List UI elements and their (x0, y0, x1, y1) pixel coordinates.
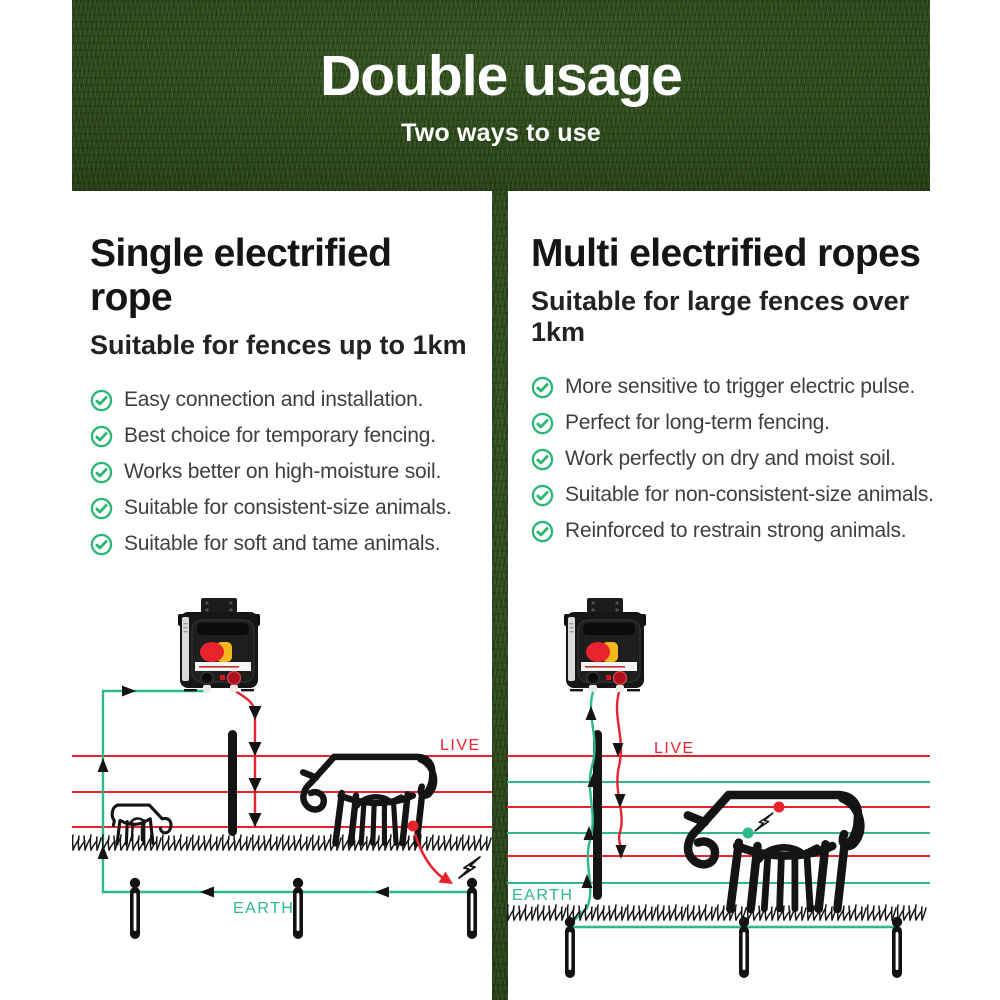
live-wire (615, 691, 623, 857)
earth-flow-arrows (581, 706, 599, 888)
list-item: Best choice for temporary fencing. (90, 424, 475, 448)
list-item-label: More sensitive to trigger electric pulse… (565, 375, 916, 398)
multi-fence-lines (507, 755, 930, 884)
page-subtitle: Two ways to use (401, 119, 601, 147)
check-circle-icon (531, 412, 554, 435)
check-circle-icon (90, 533, 113, 556)
section-single-rope: Single electrified rope Suitable for fen… (90, 232, 475, 568)
list-item-label: Works better on high-moisture soil. (124, 460, 442, 483)
section-subtitle-single: Suitable for fences up to 1km (90, 330, 467, 360)
earth-wire-label: EARTH (233, 900, 294, 917)
list-item-label: Perfect for long-term fencing. (565, 411, 830, 434)
page-title: Double usage (320, 44, 683, 108)
check-circle-icon (531, 484, 554, 507)
earth-wire-label: EARTH (512, 887, 573, 904)
fence-post (593, 730, 602, 900)
earth-flow-arrows (97, 685, 389, 898)
check-circle-icon (531, 520, 554, 543)
shock-arrowhead (438, 871, 453, 884)
list-item: Perfect for long-term fencing. (531, 411, 936, 435)
check-circle-icon (90, 425, 113, 448)
live-flow-arrows (248, 706, 262, 827)
list-item-label: Suitable for soft and tame animals. (124, 532, 441, 555)
list-item: Suitable for consistent-size animals. (90, 496, 475, 520)
list-item: Works better on high-moisture soil. (90, 460, 475, 484)
list-item: Reinforced to restrain strong animals. (531, 519, 936, 543)
list-item: Easy connection and installation. (90, 388, 475, 412)
lightning-icon (754, 812, 774, 832)
shock-path-arrow (413, 833, 444, 880)
diagram-single-rope: LIVE EARTH (72, 597, 492, 939)
list-item-label: Work perfectly on dry and moist soil. (565, 447, 896, 470)
list-item: More sensitive to trigger electric pulse… (531, 375, 936, 399)
live-wire-label: LIVE (440, 737, 481, 754)
feature-list-single: Easy connection and installation. Best c… (90, 388, 475, 556)
fence-post (228, 730, 237, 836)
cow-and-calf-figure (688, 795, 861, 909)
check-circle-icon (531, 448, 554, 471)
section-subtitle-multi: Suitable for large fences over 1km (531, 286, 910, 347)
check-circle-icon (90, 497, 113, 520)
list-item-label: Easy connection and installation. (124, 388, 424, 411)
section-title-multi: Multi electrified ropes (531, 232, 921, 275)
earth-wire (101, 689, 472, 894)
live-contact-dot (773, 801, 785, 813)
list-item-label: Reinforced to restrain strong animals. (565, 519, 907, 542)
section-title-single: Single electrified rope (90, 232, 392, 319)
list-item: Suitable for non-consistent-size animals… (531, 483, 936, 507)
list-item-label: Suitable for non-consistent-size animals… (565, 483, 934, 506)
check-circle-icon (531, 376, 554, 399)
check-circle-icon (90, 389, 113, 412)
live-wire-label: LIVE (654, 740, 695, 757)
center-divider (492, 191, 508, 1000)
ground-stakes (129, 877, 478, 939)
diagram-multi-ropes: LIVE EARTH (507, 597, 930, 978)
grass-strip (72, 834, 492, 851)
live-flow-arrows (612, 743, 627, 859)
list-item-label: Best choice for temporary fencing. (124, 424, 436, 447)
check-circle-icon (90, 461, 113, 484)
energizer-device (177, 597, 261, 693)
feature-list-multi: More sensitive to trigger electric pulse… (531, 375, 936, 543)
list-item: Suitable for soft and tame animals. (90, 532, 475, 556)
energizer-device (563, 597, 647, 693)
lightning-icon (458, 856, 481, 879)
banner: Double usage Two ways to use (72, 0, 930, 191)
earth-contact-dot (742, 827, 754, 839)
shock-contact-dot (407, 820, 419, 832)
list-item-label: Suitable for consistent-size animals. (124, 496, 452, 519)
section-multi-ropes: Multi electrified ropes Suitable for lar… (531, 232, 936, 555)
list-item: Work perfectly on dry and moist soil. (531, 447, 936, 471)
